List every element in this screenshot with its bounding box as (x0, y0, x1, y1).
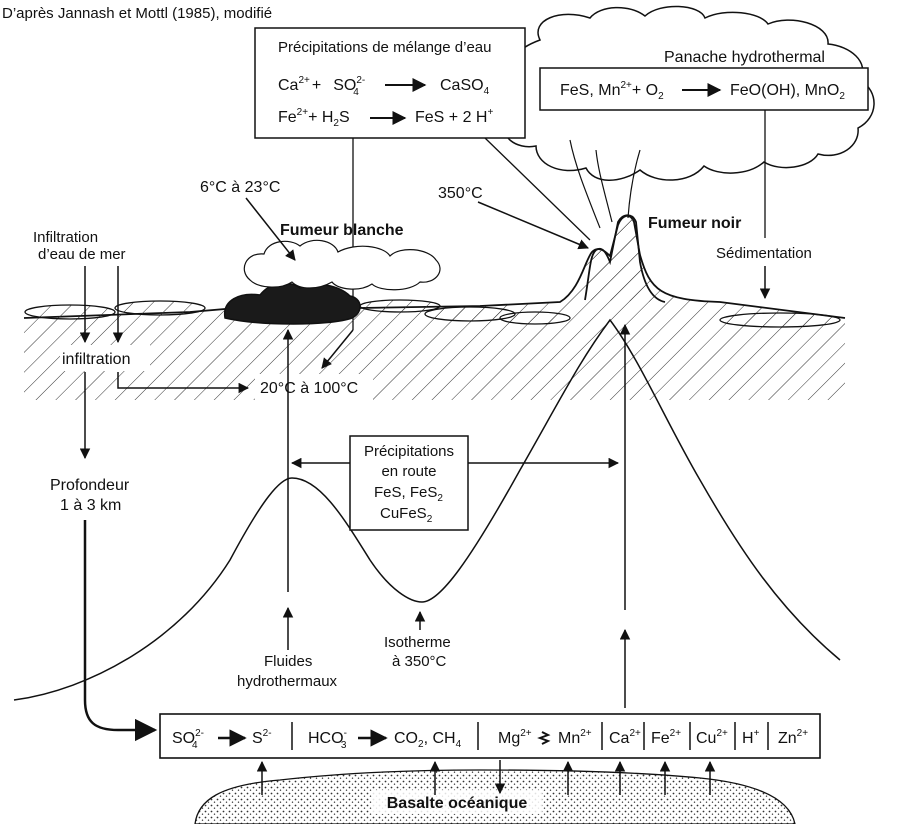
mixing-reaction-1-product: CaSO4 (440, 77, 490, 97)
plume-stream-1 (569, 139, 601, 229)
plume-reaction-right: FeO(OH), MnO2 (730, 82, 845, 102)
en-route-line-2: en route (381, 463, 436, 480)
reaction-bar-dividers (291, 722, 769, 750)
fluids-label-2: hydrothermaux (237, 673, 338, 690)
mixing-reaction-1: Ca2++SO2-4 (278, 75, 365, 98)
en-route-precipitation-box (349, 435, 469, 531)
bar-s: S2- (252, 728, 272, 747)
bar-hco3: HCO-3 (308, 728, 347, 751)
reaction-bar (159, 713, 821, 759)
basalt-label-bg (372, 790, 542, 814)
temp-cold-arrow (245, 197, 296, 261)
en-route-line-3: FeS, FeS2 (374, 484, 443, 504)
isotherm-label-1: Isotherme (384, 634, 451, 651)
fluids-label-1: Fluides (264, 653, 312, 670)
temp-mid-label-bg (255, 374, 373, 400)
mixing-reaction-2-product: FeS + 2 H+ (415, 107, 493, 126)
plume-label: Panache hydrothermal (664, 49, 825, 66)
seawater-infiltration-label-1: Infiltration (33, 229, 98, 246)
mixing-reaction-2: Fe2++ H2S (278, 107, 350, 129)
bar-ca: Ca2+ (609, 728, 641, 747)
black-smoker-label: Fumeur noir (648, 215, 741, 232)
temp-350-label: 350°C (438, 185, 483, 202)
plume-stream-3 (627, 149, 641, 219)
seafloor-crust-lenses (24, 299, 841, 328)
bar-mn: Mn2+ (558, 728, 592, 747)
temp-mid-label: 20°C à 100°C (260, 380, 358, 397)
white-smoker-cloud (243, 239, 441, 291)
bar-h: H+ (742, 728, 760, 747)
bar-exchange-icon (537, 731, 551, 745)
black-smoker-chimney (584, 214, 666, 303)
black-smoker-leader (484, 137, 591, 241)
depth-to-reaction-arrow (83, 520, 158, 742)
bar-fe: Fe2+ (651, 728, 681, 747)
isotherm-label-2: à 350°C (392, 653, 447, 670)
basalt-label: Basalte océanique (387, 795, 528, 812)
bar-cu: Cu2+ (696, 728, 728, 747)
depth-label-1: Profondeur (50, 477, 130, 494)
infiltration-lateral-arrow (117, 372, 250, 394)
seawater-infiltration-label-2: d’eau de mer (38, 246, 126, 263)
bar-co2-ch4: CO2, CH4 (394, 730, 462, 750)
white-smoker-label: Fumeur blanche (280, 222, 404, 239)
depth-label-2: 1 à 3 km (60, 497, 121, 514)
isotherm-350-curve (13, 318, 841, 701)
white-smoker-mound (224, 282, 361, 325)
infiltration-label: infiltration (62, 351, 130, 368)
en-route-line-1: Précipitations (364, 443, 454, 460)
temp-cold-label: 6°C à 23°C (200, 179, 280, 196)
mixing-box-title: Précipitations de mélange d’eau (278, 39, 491, 56)
seafloor-surface (23, 215, 846, 319)
infiltration-label-bg (60, 345, 150, 371)
plume-stream-2 (595, 149, 613, 223)
bar-mg: Mg2+ (498, 728, 532, 747)
sedimentation-label: Sédimentation (716, 245, 812, 262)
temp-350-arrow (477, 201, 589, 250)
plume-reaction-left: FeS, Mn2++ O2 (560, 80, 664, 102)
bar-zn: Zn2+ (778, 728, 808, 747)
bar-so4: SO2-4 (172, 728, 204, 751)
en-route-line-4: CuFeS2 (380, 505, 433, 525)
basalt-exchange-arrows (256, 760, 716, 795)
mixing-precipitation-box (254, 27, 526, 139)
source-caption: D’après Jannash et Mottl (1985), modifié (2, 5, 272, 22)
